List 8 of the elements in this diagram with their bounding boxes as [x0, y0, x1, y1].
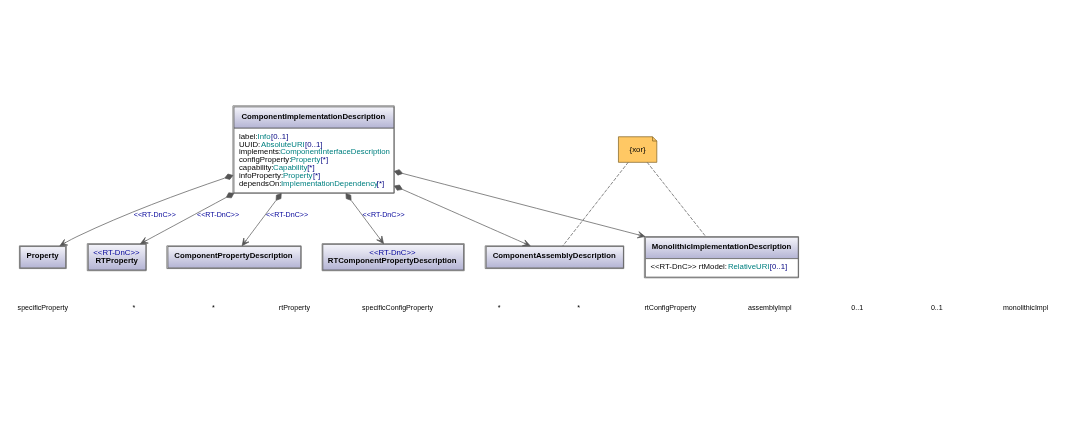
- arrow: [345, 192, 384, 244]
- arrow: [241, 192, 282, 246]
- arrow: [394, 184, 531, 246]
- connector: [562, 161, 629, 246]
- arrow: [394, 168, 646, 238]
- arrow: [140, 192, 235, 244]
- connector: [646, 161, 707, 237]
- arrow: [59, 173, 234, 246]
